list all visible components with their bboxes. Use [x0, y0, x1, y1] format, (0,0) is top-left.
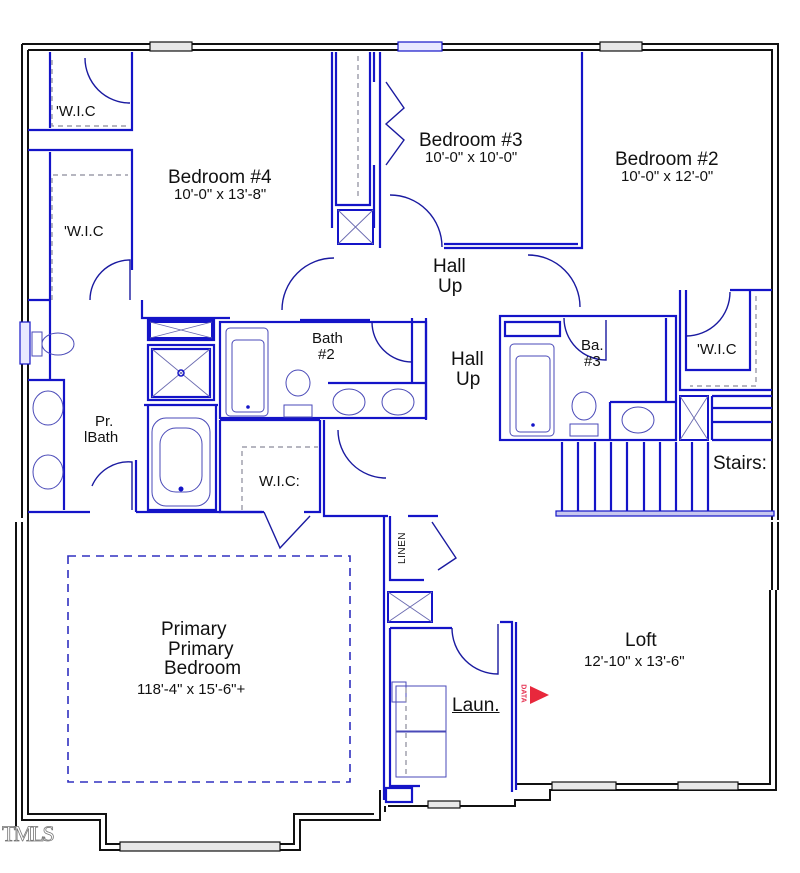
- doors: [84, 57, 731, 675]
- bedroom4-name: Bedroom #4: [168, 167, 272, 188]
- bedroom2-name: Bedroom #2: [615, 149, 719, 170]
- wic-top-left-label: 'W.I.C: [56, 103, 96, 120]
- laundry-label: Laun.: [452, 695, 500, 716]
- bedroom3-name: Bedroom #3: [419, 130, 523, 151]
- data-marker-label: DATA: [519, 684, 527, 703]
- primary-bedroom-line1: Primary: [161, 619, 227, 640]
- bedroom2-dims: 10'-0" x 12'-0": [621, 168, 714, 185]
- wic-primary-label: W.I.C:: [259, 473, 300, 490]
- bath3-line1: Ba.: [581, 337, 604, 354]
- fixtures: [31, 56, 757, 778]
- bedroom4-dims: 10'-0" x 13'-8": [174, 186, 267, 203]
- loft-name: Loft: [625, 630, 657, 651]
- primary-bath-line2: lBath: [84, 429, 119, 446]
- stair-treads: [555, 442, 775, 517]
- hall-upper-line1: Hall: [433, 256, 466, 277]
- watermark: TMLS: [2, 821, 55, 847]
- linen-label: LINEN: [397, 532, 408, 564]
- primary-bath-line1: Pr.: [95, 413, 114, 430]
- wic-bedroom2-label: 'W.I.C: [697, 341, 737, 358]
- primary-bedroom-line3: Bedroom: [164, 658, 242, 679]
- primary-bedroom-line2: Primary: [168, 639, 234, 660]
- loft-dims: 12'-10" x 13'-6": [584, 653, 685, 670]
- bath3-line2: #3: [584, 353, 601, 370]
- bath2-line2: #2: [318, 346, 335, 363]
- hall-upper-line2: Up: [438, 276, 463, 297]
- tray-ceiling-outline: [67, 555, 351, 783]
- stairs-label: Stairs:: [713, 453, 767, 474]
- windows: [19, 41, 739, 852]
- bedroom3-dims: 10'-0" x 10'-0": [425, 149, 518, 166]
- wic-mid-left-label: 'W.I.C: [64, 223, 104, 240]
- hall-lower-line2: Up: [456, 369, 481, 390]
- hall-lower-line1: Hall: [451, 349, 484, 370]
- data-marker-arrow-icon: [530, 686, 549, 704]
- primary-bedroom-dims: 118'-4" x 15'-6"+: [137, 681, 246, 698]
- bath2-line1: Bath: [312, 330, 343, 347]
- interior-walls: [28, 52, 772, 804]
